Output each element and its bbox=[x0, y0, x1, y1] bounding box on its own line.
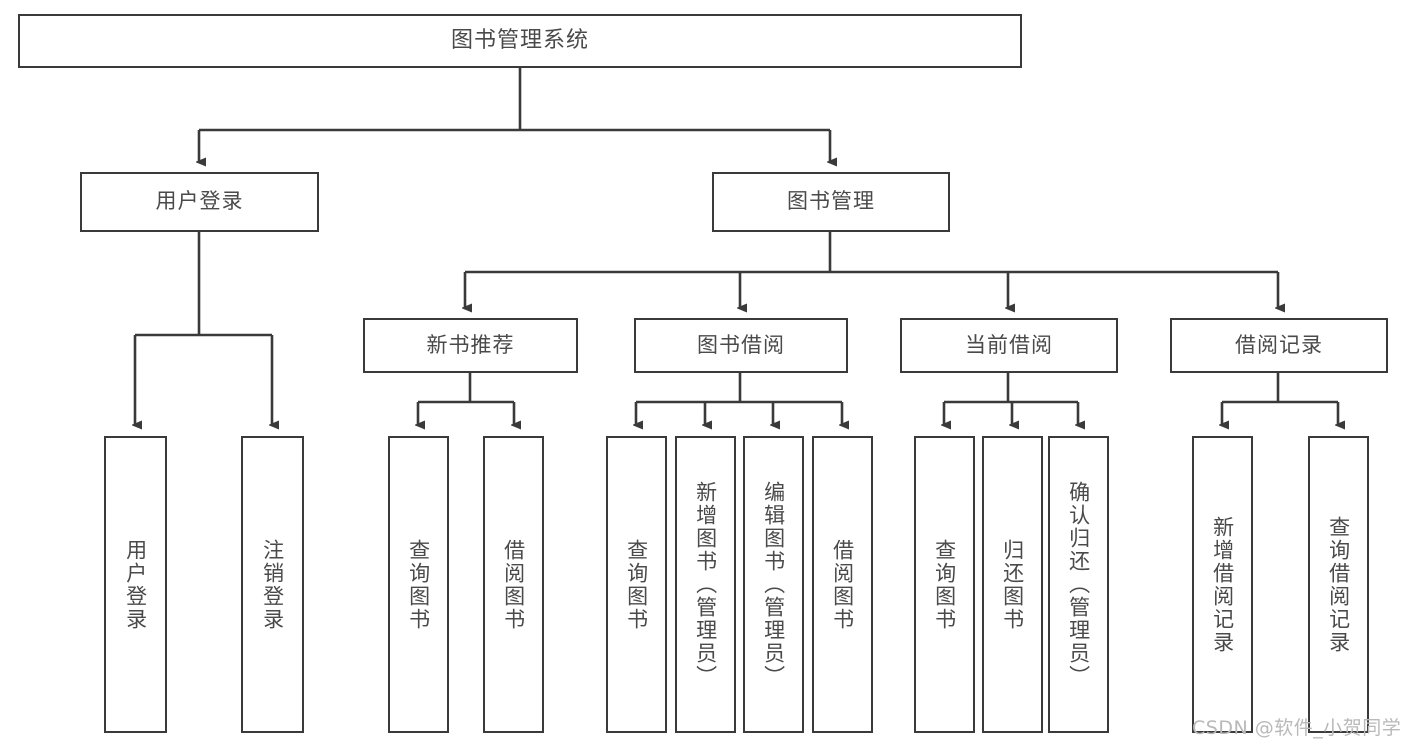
node-borrow-record[interactable]: 借阅记录 bbox=[1170, 318, 1388, 373]
leaf-current-confirm-return-admin[interactable]: 确认归还（管理员） bbox=[1048, 436, 1109, 733]
node-new-book-recommend[interactable]: 新书推荐 bbox=[363, 318, 578, 373]
node-book-borrow[interactable]: 图书借阅 bbox=[634, 318, 848, 373]
leaf-current-query-book[interactable]: 查询图书 bbox=[914, 436, 975, 733]
leaf-record-add-record[interactable]: 新增借阅记录 bbox=[1192, 436, 1253, 733]
leaf-user-login-signout[interactable]: 注销登录 bbox=[241, 436, 304, 733]
leaf-recommend-borrow-book[interactable]: 借阅图书 bbox=[483, 436, 544, 733]
leaf-borrow-borrow-book[interactable]: 借阅图书 bbox=[812, 436, 873, 733]
leaf-user-login-signin[interactable]: 用户登录 bbox=[104, 436, 167, 733]
leaf-borrow-add-book-admin[interactable]: 新增图书（管理员） bbox=[675, 436, 736, 733]
leaf-borrow-query-book[interactable]: 查询图书 bbox=[606, 436, 667, 733]
node-user-login[interactable]: 用户登录 bbox=[80, 172, 319, 232]
node-root-system[interactable]: 图书管理系统 bbox=[18, 14, 1022, 68]
node-book-management[interactable]: 图书管理 bbox=[712, 172, 950, 232]
node-current-borrow[interactable]: 当前借阅 bbox=[900, 318, 1118, 373]
leaf-record-query-record[interactable]: 查询借阅记录 bbox=[1308, 436, 1369, 733]
leaf-current-return-book[interactable]: 归还图书 bbox=[982, 436, 1043, 733]
csdn-watermark: CSDN @软件_小贺同学 bbox=[1192, 717, 1402, 739]
leaf-borrow-edit-book-admin[interactable]: 编辑图书（管理员） bbox=[743, 436, 804, 733]
leaf-recommend-query-book[interactable]: 查询图书 bbox=[388, 436, 449, 733]
